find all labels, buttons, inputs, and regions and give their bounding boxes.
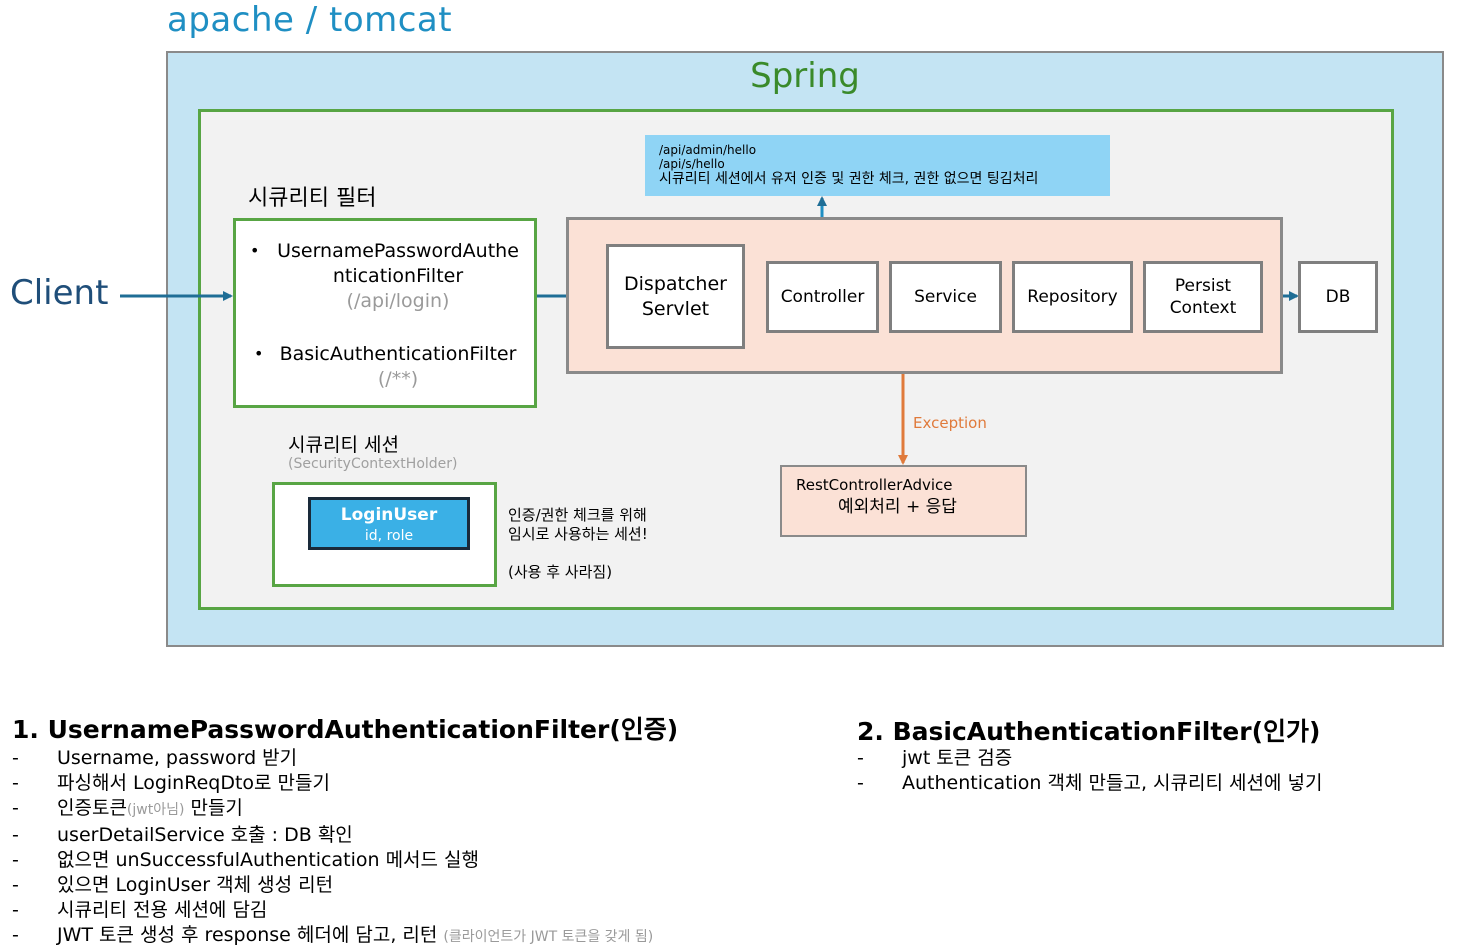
list-item: -있으면 LoginUser 객체 생성 리턴 xyxy=(12,874,334,896)
session-note-line3: (사용 후 사라짐) xyxy=(508,563,613,581)
repository-node: Repository xyxy=(1012,261,1133,333)
repository-label: Repository xyxy=(1027,287,1118,307)
filter-item-2-path: (/**) xyxy=(377,368,419,390)
persist-context-node: Persist Context xyxy=(1143,261,1263,333)
db-label: DB xyxy=(1325,287,1351,307)
section2-title: 2. BasicAuthenticationFilter(인가) xyxy=(857,717,1321,746)
filter-title: 시큐리티 필터 xyxy=(248,186,377,211)
api-note-line1: /api/admin/hello xyxy=(659,143,757,157)
filter-item-1-name-line1: UsernamePasswordAuthe xyxy=(277,240,519,262)
filter-bullet-1: • xyxy=(250,241,260,260)
session-note-line1: 인증/권한 체크를 위해 xyxy=(508,506,647,524)
controller-label: Controller xyxy=(780,287,865,307)
section1-title: 1. UsernamePasswordAuthenticationFilter(… xyxy=(12,715,679,744)
persist-line2: Context xyxy=(1169,298,1237,318)
list-item: -시큐리티 전용 세션에 담김 xyxy=(12,899,268,921)
db-node: DB xyxy=(1298,261,1378,333)
list-item: -인증토큰(jwt아님) 만들기 xyxy=(12,797,243,819)
filter-item-username-password: UsernamePasswordAuthe nticationFilter (/… xyxy=(272,239,524,314)
rca-title: RestControllerAdvice xyxy=(796,476,953,494)
filter-item-2-name: BasicAuthenticationFilter xyxy=(279,343,517,365)
persist-line1: Persist xyxy=(1174,276,1232,296)
dispatcher-line1: Dispatcher xyxy=(624,272,727,295)
api-note-line3: 시큐리티 세션에서 유저 인증 및 권한 체크, 권한 없으면 팅김처리 xyxy=(659,171,1039,187)
api-note-line2: /api/s/hello xyxy=(659,157,725,171)
section2-list: -jwt 토큰 검증 -Authentication 객체 만들고, 시큐리티 … xyxy=(857,746,1322,796)
filter-bullet-2: • xyxy=(254,344,264,363)
exception-label: Exception xyxy=(913,414,987,432)
spring-title: Spring xyxy=(750,56,860,96)
session-title: 시큐리티 세션 xyxy=(288,434,399,456)
list-item: -Authentication 객체 만들고, 시큐리티 세션에 넣기 xyxy=(857,772,1323,794)
rca-subtitle: 예외처리 + 응답 xyxy=(838,497,957,517)
session-note: 인증/권한 체크를 위해 임시로 사용하는 세션! (사용 후 사라짐) xyxy=(508,506,648,582)
dispatcher-line2: Servlet xyxy=(641,297,710,320)
item3-note: (jwt아님) xyxy=(126,802,185,818)
dispatcher-servlet-node: Dispatcher Servlet xyxy=(606,244,745,349)
section1-list: -Username, password 받기 -파싱해서 LoginReqDto… xyxy=(12,746,653,950)
login-user-object: LoginUser id, role xyxy=(308,497,470,550)
filter-item-1-name-line2: nticationFilter xyxy=(332,265,464,287)
session-subtitle: (SecurityContextHolder) xyxy=(288,456,458,472)
filter-item-basic-auth: BasicAuthenticationFilter (/**) xyxy=(272,342,524,392)
controller-node: Controller xyxy=(766,261,879,333)
login-user-title: LoginUser xyxy=(340,505,438,525)
list-item: -userDetailService 호출 : DB 확인 xyxy=(12,824,353,846)
tomcat-title: apache / tomcat xyxy=(167,0,453,40)
list-item: -파싱해서 LoginReqDto로 만들기 xyxy=(12,772,330,794)
session-note-line2: 임시로 사용하는 세션! xyxy=(508,525,648,543)
client-label: Client xyxy=(10,273,109,313)
list-item: -jwt 토큰 검증 xyxy=(857,747,1013,769)
item8-note: (클라이언트가 JWT 토큰을 갖게 됨) xyxy=(443,929,654,945)
list-item: -없으면 unSuccessfulAuthentication 메서드 실행 xyxy=(12,849,480,871)
service-node: Service xyxy=(889,261,1002,333)
api-note-box: /api/admin/hello /api/s/hello 시큐리티 세션에서 … xyxy=(645,135,1110,196)
rest-controller-advice-box: RestControllerAdvice 예외처리 + 응답 xyxy=(780,465,1027,537)
list-item: -JWT 토큰 생성 후 response 헤더에 담고, 리턴 (클라이언트가… xyxy=(12,924,654,946)
filter-box: • UsernamePasswordAuthe nticationFilter … xyxy=(233,218,537,408)
list-item: -Username, password 받기 xyxy=(12,747,298,769)
filter-item-1-path: (/api/login) xyxy=(346,290,450,312)
login-user-fields: id, role xyxy=(364,528,414,544)
service-label: Service xyxy=(914,287,977,307)
